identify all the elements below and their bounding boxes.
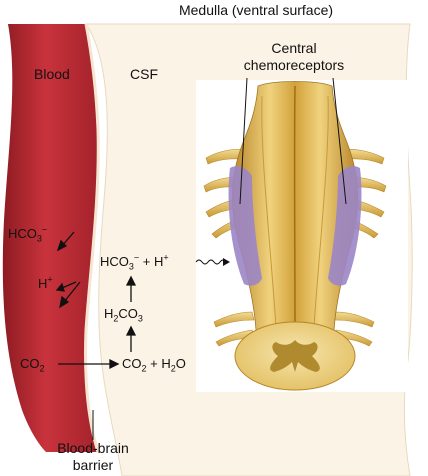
blood-bicarbonate: HCO3− <box>8 224 48 244</box>
chemoreceptor-pointer-left <box>239 77 248 205</box>
chemoreceptors-label-line1: Central <box>271 40 317 56</box>
barrier-label-line2: barrier <box>72 457 114 473</box>
csf-arrows <box>125 275 137 352</box>
csf-label: CSF <box>130 66 158 82</box>
blood-proton: H+ <box>38 274 53 291</box>
gray-matter <box>270 340 320 372</box>
barrier-label: Blood-brain barrier <box>40 440 146 474</box>
blood-arrows <box>55 231 120 370</box>
barrier-label-line1: Blood-brain <box>57 440 129 456</box>
blood-co2: CO2 <box>20 356 45 374</box>
chemoreceptor-zone-left <box>228 166 262 286</box>
signal-wave <box>195 259 227 265</box>
pyramid-left <box>261 95 277 327</box>
chemoreceptors-label-line2: chemoreceptors <box>243 57 345 73</box>
chemoreceptors-label: Central chemoreceptors <box>236 40 352 74</box>
blood-label: Blood <box>34 66 70 82</box>
pyramid-right <box>313 95 329 327</box>
csf-co2-water: CO2 + H2O <box>122 356 186 374</box>
csf-carbonic-acid: H2CO3 <box>104 306 143 324</box>
chemoreceptor-zone-right <box>328 166 362 286</box>
chemoreceptor-pointer-right <box>332 77 347 205</box>
vessel-wall-line <box>84 23 100 453</box>
blood-vessel <box>2 24 99 452</box>
signal-arrowhead <box>223 258 230 266</box>
csf-bicarbonate-proton: HCO3− + H+ <box>100 252 169 272</box>
title-label: Medulla (ventral surface) <box>178 2 334 18</box>
